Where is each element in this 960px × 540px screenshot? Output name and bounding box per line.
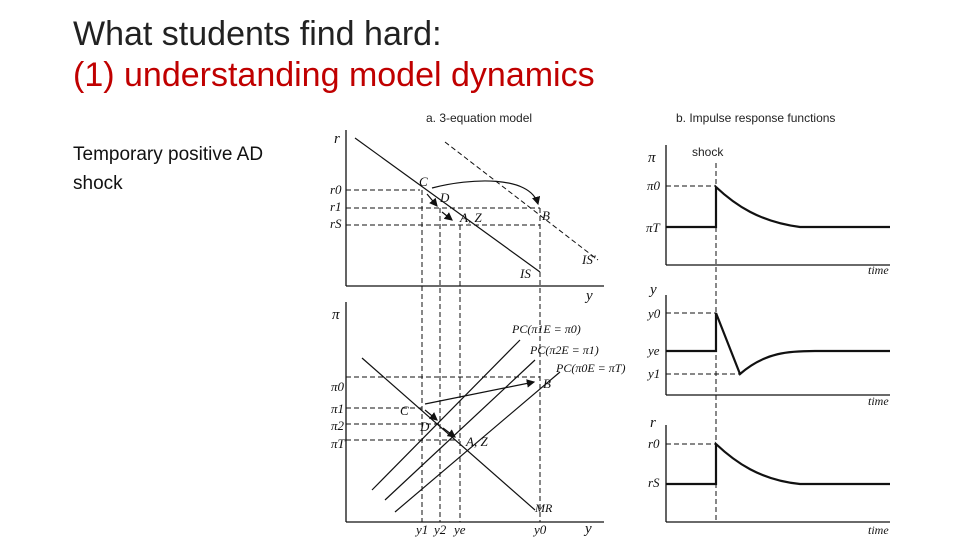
tick-r0: r0 [330, 182, 342, 197]
tick-piT: πT [331, 436, 346, 451]
mr-line [361, 357, 536, 511]
mr-label: MR [534, 501, 553, 515]
tick-ye: ye [452, 522, 466, 537]
title-line-2: (1) understanding model dynamics [73, 56, 595, 94]
is-prime-label: IS' [581, 252, 596, 267]
irf-tick-piT: πT [646, 220, 661, 235]
tick-y0: y0 [532, 522, 547, 537]
tick-pi0: π0 [331, 379, 345, 394]
pc1-label: PC(π1E = π0) [511, 322, 581, 336]
irf-y-path [666, 312, 890, 376]
panel-b-title: b. Impulse response functions [676, 111, 835, 125]
arrow-c-to-d [426, 193, 438, 207]
irf-tick-r0: r0 [648, 436, 660, 451]
irf-y-y-label: y [648, 282, 657, 298]
irf-panel: shock π π0 πT time y y0 ye y1 time r r0 … [646, 145, 890, 537]
irf-tick-pi0: π0 [647, 178, 661, 193]
arrow-d-to-az-pc [442, 427, 456, 438]
is-point-c: C [419, 174, 428, 189]
pc0-label: PC(π0E = πT) [555, 361, 625, 375]
side-text: Temporary positive AD shock [73, 144, 264, 194]
pc-point-d: D [419, 419, 430, 434]
irf-tick-y0: y0 [646, 306, 661, 321]
is-curve [354, 137, 541, 273]
irf-tick-y1: y1 [646, 366, 660, 381]
tick-y1: y1 [414, 522, 428, 537]
is-x-label: y [584, 288, 593, 304]
irf-r-y-label: r [650, 415, 656, 431]
arrow-b-to-c [424, 379, 536, 405]
slide-title: What students find hard: (1) understandi… [73, 14, 595, 96]
pc-point-az: A, Z [465, 434, 488, 449]
tick-y2: y2 [432, 522, 447, 537]
irf-pi-path [666, 184, 890, 229]
is-point-d: D [439, 190, 450, 205]
pc-panel: π π0 π1 π2 πT PC(π1E = π0) PC(π2E = π1) … [331, 190, 625, 537]
irf-tick-ye: ye [646, 343, 660, 358]
irf-r-path [666, 441, 890, 486]
pc-point-c: C [400, 403, 409, 418]
shock-label: shock [692, 145, 724, 159]
arrow-d-to-az [441, 211, 453, 221]
pc-point-b: B [543, 376, 551, 391]
is-panel: r y r0 r1 rS IS IS' C D A, Z B [330, 130, 604, 304]
irf-pi-time: time [868, 263, 889, 277]
tick-r1: r1 [330, 199, 342, 214]
irf-pi-y-label: π [648, 150, 656, 166]
arrow-a-to-b [431, 180, 541, 206]
is-point-b: B [542, 208, 550, 223]
pc-y-label: π [332, 307, 340, 323]
irf-tick-rS: rS [648, 475, 660, 490]
pc-x-label: y [583, 521, 592, 537]
tick-pi1: π1 [331, 401, 344, 416]
irf-r-time: time [868, 523, 889, 537]
pc2-label: PC(π2E = π1) [529, 343, 599, 357]
title-line-1: What students find hard: [73, 15, 442, 53]
tick-rS: rS [330, 216, 342, 231]
tick-pi2: π2 [331, 418, 345, 433]
is-prime-curve [444, 141, 599, 261]
irf-y-time: time [868, 394, 889, 408]
is-point-az: A, Z [459, 210, 482, 225]
pc1-line [371, 339, 521, 491]
arrow-c-to-d-pc [424, 409, 438, 421]
is-y-label: r [334, 131, 340, 147]
is-label: IS [519, 266, 531, 281]
panel-a-title: a. 3-equation model [426, 111, 532, 125]
